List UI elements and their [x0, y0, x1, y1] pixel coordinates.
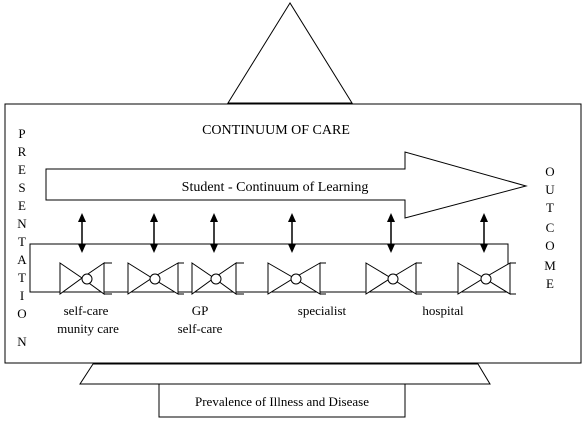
outcome-letter: M [544, 258, 556, 273]
double-arrow [387, 213, 395, 253]
bowtie-node [191, 262, 244, 295]
care-label-gp: GP [192, 303, 209, 318]
presentation-letter: R [18, 144, 27, 159]
care-label-specialist: specialist [298, 303, 347, 318]
bowtie-node [267, 262, 326, 295]
presentation-letter: N [17, 334, 27, 349]
learning-arrow [45, 151, 528, 219]
care-label-community-care: munity care [57, 321, 119, 336]
outcome-letter: O [545, 238, 554, 253]
top-triangle [227, 2, 353, 104]
care-label-gp-self-care: self-care [178, 321, 223, 336]
presentation-label: P R E S E N T A T I O N [17, 126, 27, 349]
presentation-letter: T [18, 234, 26, 249]
presentation-letter: N [17, 216, 27, 231]
link-arrows [78, 213, 488, 253]
presentation-letter: A [17, 252, 27, 267]
outcome-letter: U [545, 182, 555, 197]
outcome-label: O U T C O M E [544, 164, 556, 291]
care-label-self-care: self-care [64, 303, 109, 318]
diagram-title: CONTINUUM OF CARE [202, 123, 350, 138]
prevalence-box [158, 383, 406, 418]
presentation-letter: O [17, 306, 26, 321]
double-arrow [288, 213, 296, 253]
learning-arrow-label: Student - Continuum of Learning [182, 180, 369, 195]
outcome-letter: T [546, 200, 554, 215]
double-arrow [210, 213, 218, 253]
outcome-letter: C [546, 220, 555, 235]
double-arrow [78, 213, 86, 253]
main-frame [4, 103, 582, 364]
double-arrow [480, 213, 488, 253]
prevalence-label: Prevalence of Illness and Disease [195, 394, 369, 409]
bowtie-node [457, 262, 516, 295]
presentation-letter: S [18, 180, 25, 195]
presentation-letter: E [18, 198, 26, 213]
bowtie-node [365, 262, 422, 295]
presentation-letter: I [20, 288, 24, 303]
care-nodes [59, 262, 516, 295]
outcome-letter: E [546, 276, 554, 291]
double-arrow [150, 213, 158, 253]
outcome-letter: O [545, 164, 554, 179]
presentation-letter: E [18, 162, 26, 177]
bottom-trapezoid [79, 363, 491, 385]
presentation-letter: T [18, 270, 26, 285]
care-label-hospital: hospital [422, 303, 464, 318]
bowtie-node [127, 262, 184, 295]
presentation-letter: P [18, 126, 25, 141]
bowtie-node [59, 262, 112, 295]
